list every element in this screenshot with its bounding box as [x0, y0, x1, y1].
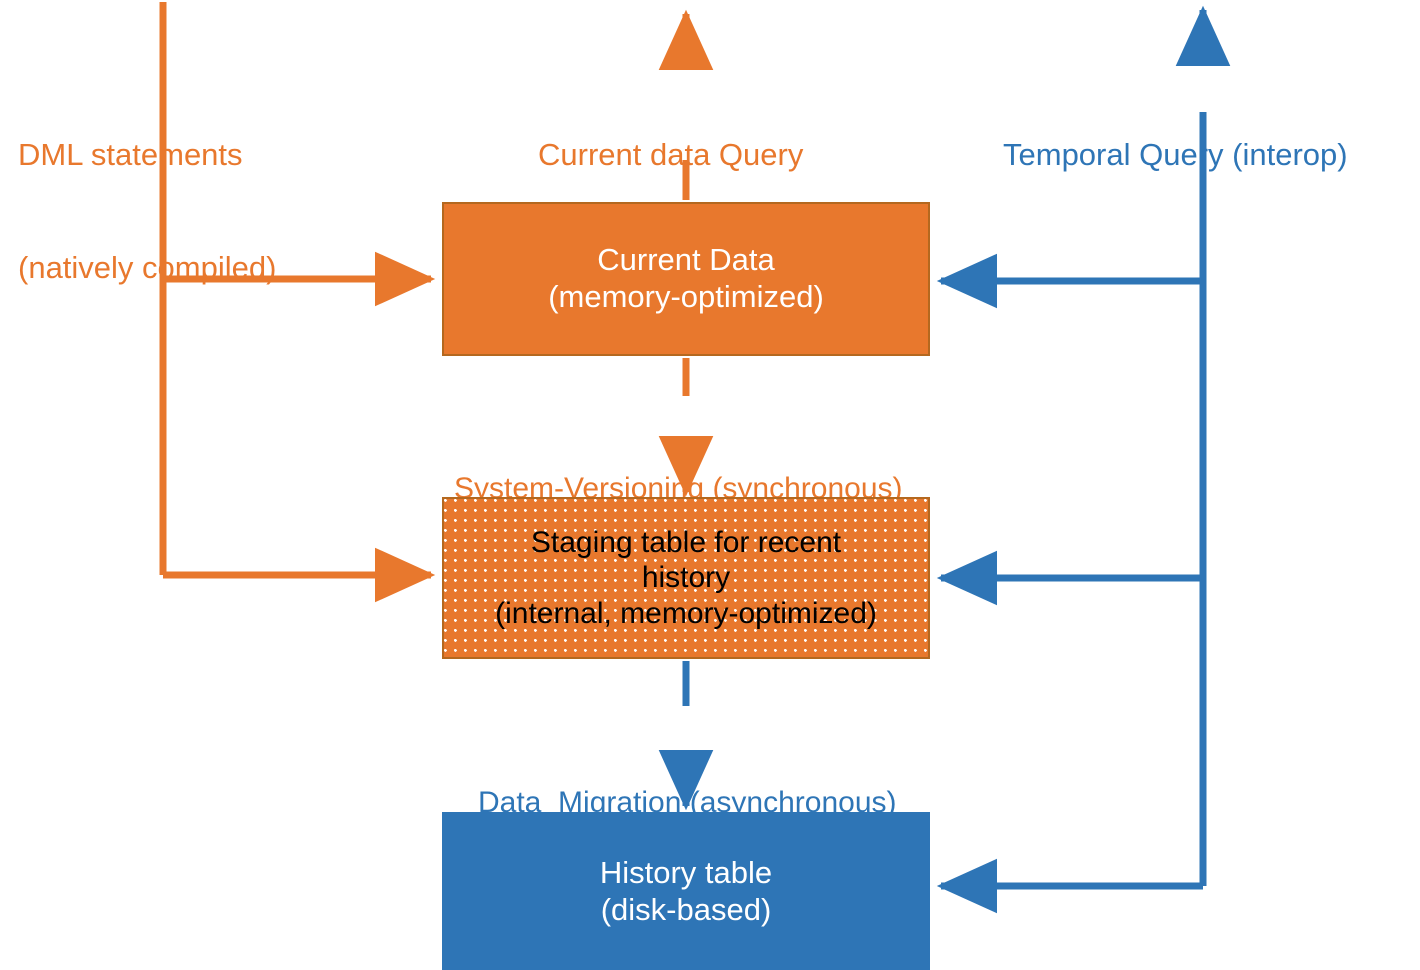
- label-temporal-query: Temporal Query (interop): [1003, 60, 1348, 249]
- node-staging-table: Staging table for recent history (intern…: [442, 497, 930, 659]
- node-history-table-line1: History table: [599, 855, 773, 891]
- node-history-table-line2: (disk-based): [600, 892, 772, 927]
- node-current-data-line1: Current Data: [597, 242, 775, 278]
- label-dml-statements-line2: (natively compiled): [18, 250, 277, 286]
- label-temporal-query-line1: Temporal Query (interop): [1003, 136, 1348, 172]
- node-current-data-line2: (memory-optimized): [548, 279, 824, 314]
- node-history-table: History table (disk-based): [442, 812, 930, 970]
- label-dml-statements: DML statements (natively compiled): [18, 60, 276, 363]
- node-staging-table-line3: (internal, memory-optimized): [495, 596, 877, 630]
- node-staging-table-line1: Staging table for recent: [530, 525, 842, 559]
- label-current-data-query-line1: Current data Query: [538, 136, 804, 172]
- node-current-data: Current Data (memory-optimized): [442, 202, 930, 356]
- node-staging-table-line2: history: [641, 561, 731, 595]
- label-dml-statements-line1: DML statements: [18, 136, 243, 172]
